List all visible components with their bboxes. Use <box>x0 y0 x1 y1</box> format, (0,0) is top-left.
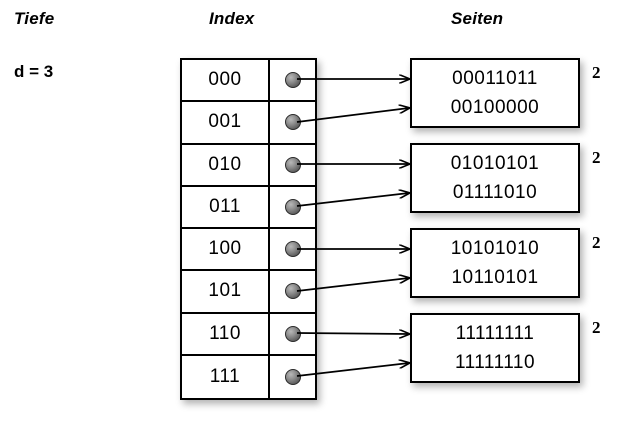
page-record: 01010101 <box>450 152 540 174</box>
filled-dot-icon <box>284 198 301 215</box>
index-key: 010 <box>182 144 270 185</box>
page-local-depth: 2 <box>592 318 601 337</box>
filled-dot-icon <box>284 283 301 300</box>
page-record: 00100000 <box>450 97 540 118</box>
index-row: 001 <box>182 102 315 145</box>
index-directory-table: 000 001 010 011 100 101 110 111 <box>180 58 317 400</box>
index-key: 110 <box>182 313 270 354</box>
index-key: 011 <box>182 186 270 227</box>
index-pointer-cell <box>270 187 315 227</box>
page-local-depth: 2 <box>592 233 601 252</box>
page-local-depth: 2 <box>592 63 601 82</box>
index-pointer-cell <box>270 229 315 269</box>
page-box: 10101010 10110101 <box>410 228 580 298</box>
index-pointer-cell <box>270 271 315 311</box>
page-record: 11111111 <box>455 322 535 344</box>
index-pointer-cell <box>270 102 315 142</box>
index-key: 100 <box>182 229 270 270</box>
page-box: 01010101 01111010 <box>410 143 580 213</box>
index-key: 101 <box>182 271 270 312</box>
column-header-index: Index <box>209 9 255 28</box>
filled-dot-icon <box>284 325 301 342</box>
index-row: 100 <box>182 229 315 272</box>
index-row: 110 <box>182 313 315 356</box>
index-pointer-cell <box>270 356 315 398</box>
index-pointer-cell <box>270 145 315 185</box>
index-key: 111 <box>182 355 270 398</box>
index-row: 010 <box>182 144 315 187</box>
filled-dot-icon <box>284 156 301 173</box>
page-record: 11111110 <box>454 352 536 373</box>
index-pointer-cell <box>270 314 315 354</box>
index-key: 001 <box>182 102 270 143</box>
filled-dot-icon <box>284 241 301 258</box>
page-box: 00011011 00100000 <box>410 58 580 128</box>
column-header-seiten: Seiten <box>451 9 504 28</box>
filled-dot-icon <box>284 114 301 131</box>
page-local-depth: 2 <box>592 148 601 167</box>
index-key: 000 <box>182 60 270 101</box>
page-box: 11111111 11111110 <box>410 313 580 383</box>
filled-dot-icon <box>284 368 301 385</box>
page-record: 10101010 <box>450 237 540 259</box>
page-record: 01111010 <box>452 182 538 203</box>
index-row: 101 <box>182 271 315 314</box>
page-record: 00011011 <box>452 67 538 89</box>
column-header-tiefe: Tiefe <box>14 9 55 28</box>
filled-dot-icon <box>284 72 301 89</box>
index-row: 011 <box>182 186 315 229</box>
index-row: 111 <box>182 355 315 398</box>
global-depth-label: d = 3 <box>14 62 54 81</box>
index-pointer-cell <box>270 60 315 100</box>
page-record: 10110101 <box>451 267 539 288</box>
index-row: 000 <box>182 60 315 103</box>
